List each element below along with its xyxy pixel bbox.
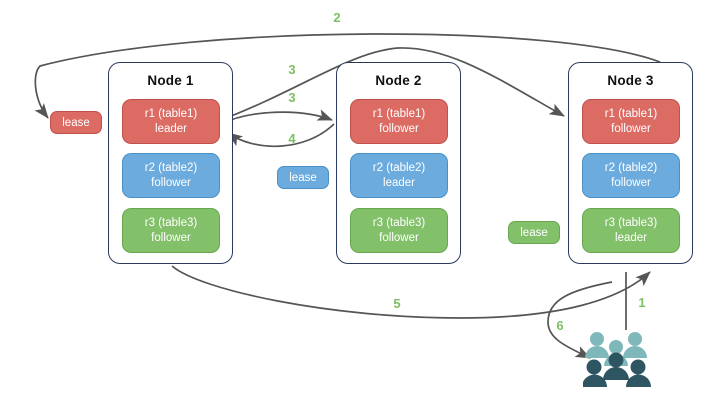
node-title-2: Node 2 [375, 73, 422, 88]
replica-name: r2 (table2) [144, 162, 198, 174]
replica-node2-r2[interactable]: r2 (table2) leader [350, 153, 448, 198]
replica-name: r1 (table1) [604, 108, 658, 120]
replica-node1-r2[interactable]: r2 (table2) follower [122, 153, 220, 198]
edge-3-lower-path [220, 109, 333, 125]
replica-role: follower [611, 122, 651, 135]
node-container-1[interactable]: Node 1 r1 (table1) leader r2 (table2) fo… [108, 62, 233, 264]
users-icon [583, 332, 651, 387]
replica-name: r1 (table1) [144, 108, 198, 120]
lease-badge-r2[interactable]: lease [277, 166, 329, 189]
replica-name: r2 (table2) [604, 162, 658, 174]
replica-name: r1 (table1) [372, 108, 426, 120]
edge-label-4: 4 [288, 131, 296, 146]
lease-label: lease [289, 171, 317, 184]
replica-node3-r1[interactable]: r1 (table1) follower [582, 99, 680, 144]
replica-node2-r3[interactable]: r3 (table3) follower [350, 208, 448, 253]
replica-role: follower [151, 231, 191, 244]
lease-label: lease [520, 226, 548, 239]
edge-label-5: 5 [393, 296, 401, 311]
replica-role: leader [383, 176, 415, 189]
node-container-2[interactable]: Node 2 r1 (table1) follower r2 (table2) … [336, 62, 461, 264]
replica-role: follower [151, 176, 191, 189]
edge-label-2: 2 [333, 10, 341, 25]
replica-role: leader [615, 231, 647, 244]
node-title-1: Node 1 [147, 73, 194, 88]
lease-label: lease [62, 116, 90, 129]
users-front-row [583, 352, 651, 387]
replica-node3-r3[interactable]: r3 (table3) leader [582, 208, 680, 253]
replica-role: follower [379, 231, 419, 244]
edge-label-3-upper: 3 [288, 62, 296, 77]
replica-name: r3 (table3) [372, 217, 426, 229]
replica-role: follower [611, 176, 651, 189]
lease-badge-r1[interactable]: lease [50, 111, 102, 134]
replica-name: r3 (table3) [144, 217, 198, 229]
replica-node1-r3[interactable]: r3 (table3) follower [122, 208, 220, 253]
lease-badge-r3[interactable]: lease [508, 221, 560, 244]
replica-role: leader [155, 122, 187, 135]
replica-node3-r2[interactable]: r2 (table2) follower [582, 153, 680, 198]
node-container-3[interactable]: Node 3 r1 (table1) follower r2 (table2) … [568, 62, 693, 264]
node-title-3: Node 3 [607, 73, 654, 88]
replica-name: r3 (table3) [604, 217, 658, 229]
replica-role: follower [379, 122, 419, 135]
edge-label-6: 6 [556, 318, 564, 333]
edge-label-3-lower: 3 [288, 90, 296, 105]
replica-node2-r1[interactable]: r1 (table1) follower [350, 99, 448, 144]
edge-5-path [171, 265, 651, 319]
edge-label-1: 1 [638, 295, 646, 310]
replica-node1-r1[interactable]: r1 (table1) leader [122, 99, 220, 144]
replica-name: r2 (table2) [372, 162, 426, 174]
